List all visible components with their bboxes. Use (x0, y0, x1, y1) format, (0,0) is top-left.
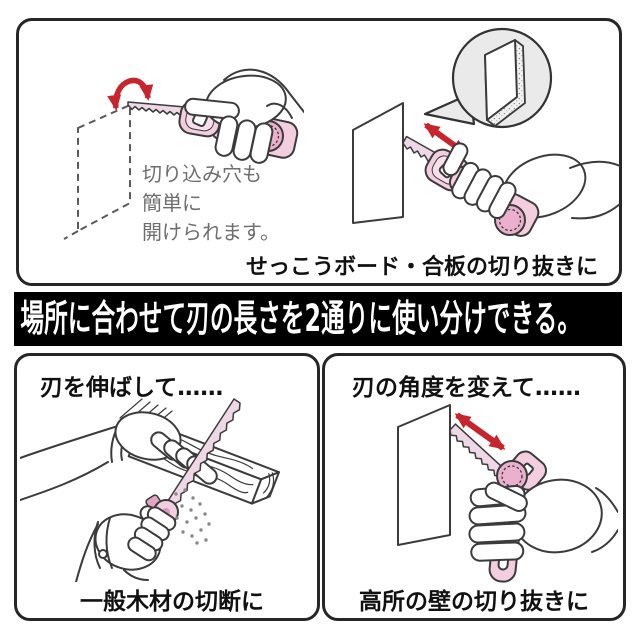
holding-hand (114, 411, 218, 485)
arm-line (223, 68, 304, 113)
thumb (484, 481, 528, 512)
headline-text: 場所に合わせて刃の長さを2通りに使い分けできる。 (20, 297, 582, 340)
angled-blade-caption: 高所の壁の切り抜きに (359, 589, 589, 615)
extended-blade-caption: 一般木材の切断に (80, 589, 264, 615)
note-line: 切り込み穴も (142, 162, 262, 186)
extended-blade-header: 刃を伸ばして…… (40, 375, 224, 401)
headline-banner: 場所に合わせて刃の長さを2通りに使い分けできる。 (14, 292, 622, 346)
gripping-hand (75, 505, 177, 582)
note-text: 切り込み穴も 簡単に 開けられます。 (142, 160, 280, 247)
cuff-button (98, 549, 108, 559)
sleeve-line (20, 425, 119, 459)
note-line: 簡単に (142, 191, 202, 215)
wood-cutting-illustration (20, 398, 280, 582)
board-cutout-illustration (352, 27, 620, 237)
wall-board (397, 404, 451, 546)
fist-hand (468, 478, 618, 562)
note-line: 開けられます。 (142, 220, 280, 244)
hand (442, 142, 620, 237)
red-stroke-arrow-icon (454, 412, 506, 451)
index-finger (184, 97, 240, 120)
dashed-cutout-outline (77, 103, 131, 233)
cutout-hole-face (484, 39, 518, 121)
hand (184, 68, 304, 164)
high-wall-cutting-illustration (397, 404, 618, 583)
wrist-line (569, 160, 620, 169)
top-panel-caption: せっこうボード・合板の切り抜きに (246, 255, 599, 280)
wrist-line (595, 487, 618, 513)
sawdust (174, 488, 211, 545)
saw-blade (127, 101, 186, 117)
red-rotation-arrow-icon (107, 77, 154, 111)
index-finger (442, 142, 469, 177)
angled-blade-header: 刃の角度を変えて…… (352, 375, 581, 401)
plunge-cut-illustration (63, 68, 304, 240)
wall-board (352, 102, 404, 224)
